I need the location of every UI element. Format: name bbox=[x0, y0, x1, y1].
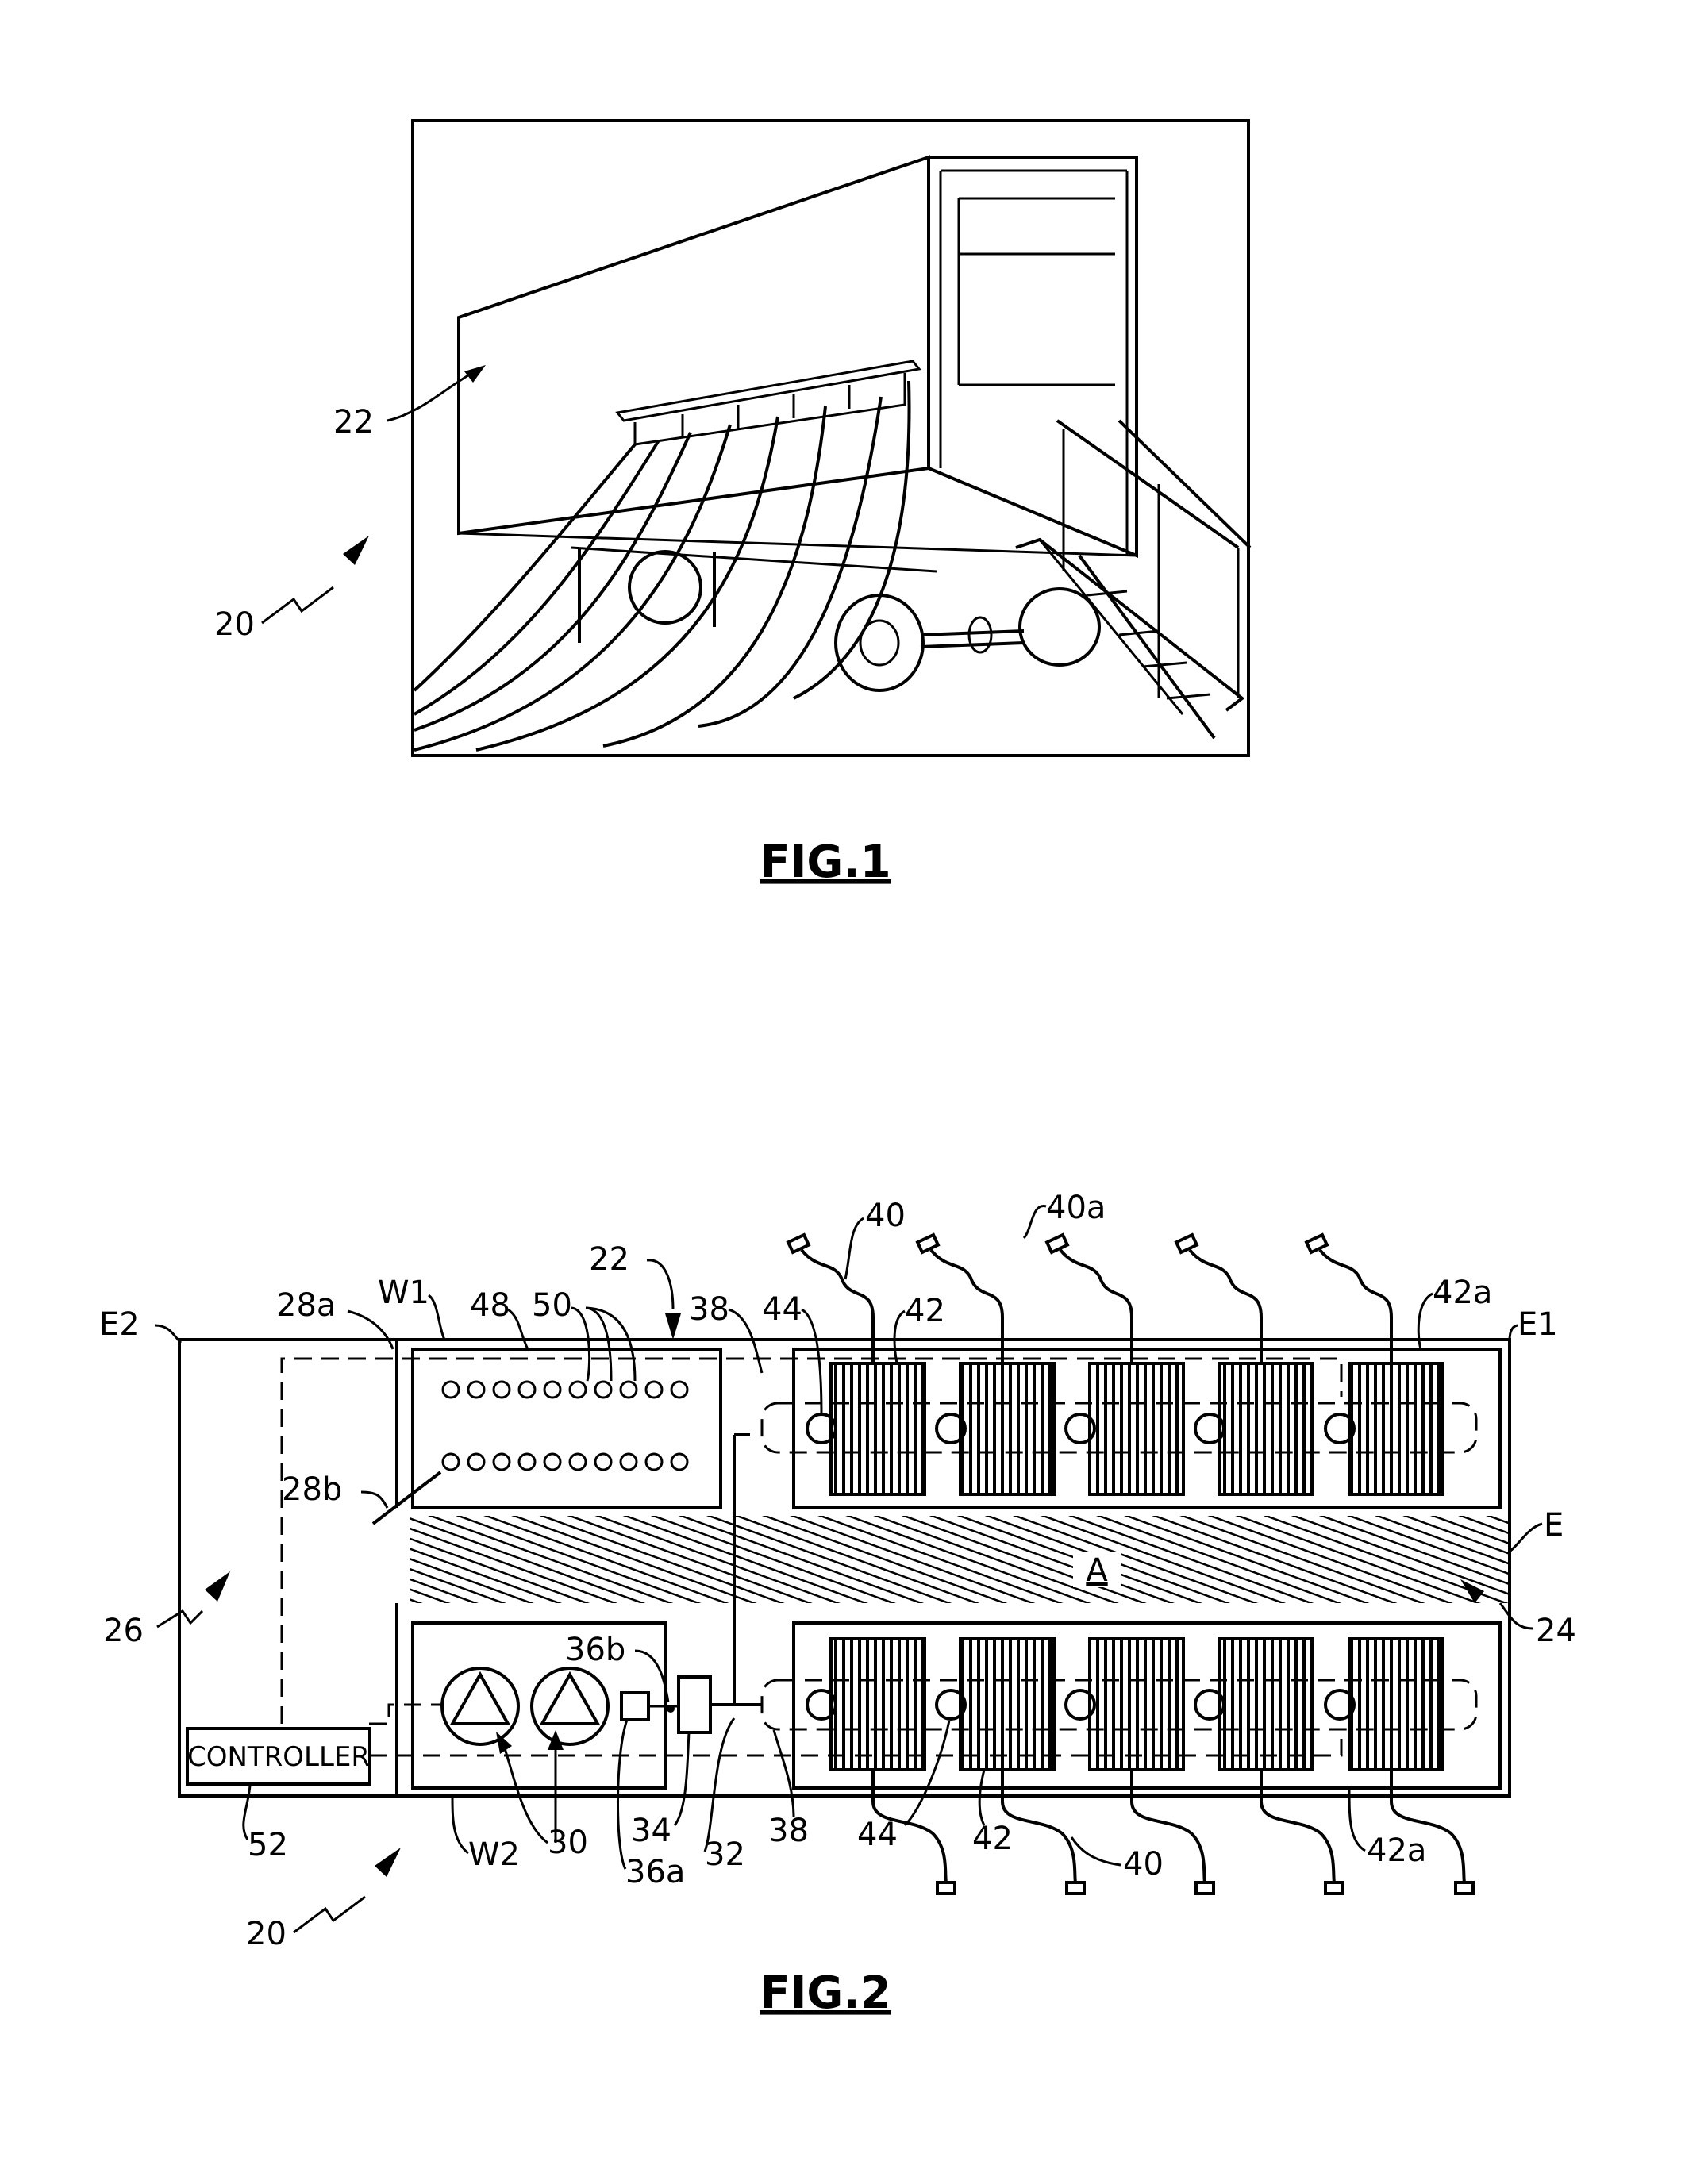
label-32: 32 bbox=[705, 1836, 745, 1873]
pump-icon bbox=[442, 1668, 518, 1744]
figure-2: A bbox=[99, 1190, 1576, 2019]
lower-server-row bbox=[762, 1639, 1476, 1770]
controller-label: CONTROLLER bbox=[187, 1741, 370, 1773]
connector-row-top bbox=[443, 1382, 687, 1398]
label-36a: 36a bbox=[625, 1854, 685, 1890]
figure-1: 22 20 FIG.1 bbox=[214, 121, 1250, 888]
label-20-fig1: 20 bbox=[214, 606, 255, 643]
plug-connector bbox=[1306, 1235, 1327, 1252]
label-40a: 40a bbox=[1046, 1190, 1106, 1226]
plug-connector bbox=[1047, 1235, 1068, 1252]
label-28a: 28a bbox=[276, 1287, 336, 1324]
fig1-caption: FIG.1 bbox=[760, 836, 891, 888]
label-52: 52 bbox=[248, 1827, 288, 1863]
label-42a-top: 42a bbox=[1433, 1275, 1492, 1311]
label-e1: E1 bbox=[1518, 1306, 1558, 1343]
aisle-area bbox=[410, 1516, 1510, 1603]
server-rack-upper bbox=[1219, 1363, 1313, 1494]
label-22-fig2: 22 bbox=[589, 1241, 629, 1278]
server-rack-upper bbox=[1349, 1363, 1443, 1494]
label-26: 26 bbox=[103, 1613, 144, 1649]
server-rack-upper bbox=[831, 1363, 925, 1494]
label-w1: W1 bbox=[378, 1275, 429, 1311]
label-20-fig2: 20 bbox=[246, 1916, 287, 1952]
upper-server-row bbox=[762, 1363, 1476, 1494]
pump-enclosure bbox=[413, 1623, 665, 1788]
label-28b: 28b bbox=[282, 1471, 342, 1508]
label-48: 48 bbox=[470, 1287, 510, 1324]
label-42a-bottom: 42a bbox=[1367, 1832, 1426, 1869]
label-30: 30 bbox=[548, 1825, 588, 1861]
fig2-caption: FIG.2 bbox=[760, 1967, 891, 2019]
label-38-bottom: 38 bbox=[768, 1813, 809, 1849]
label-40-top: 40 bbox=[865, 1198, 906, 1234]
valve-34 bbox=[679, 1677, 710, 1732]
label-24: 24 bbox=[1536, 1613, 1576, 1649]
label-e: E bbox=[1544, 1507, 1564, 1544]
server-rack-upper bbox=[1090, 1363, 1183, 1494]
pump-icon bbox=[532, 1668, 608, 1744]
server-rack-lower bbox=[1090, 1639, 1183, 1770]
label-34: 34 bbox=[631, 1813, 671, 1849]
label-50: 50 bbox=[532, 1287, 572, 1324]
plug-connector bbox=[1067, 1882, 1084, 1894]
label-44-bottom: 44 bbox=[857, 1817, 898, 1853]
label-36b: 36b bbox=[565, 1632, 625, 1668]
plug-connector bbox=[1325, 1882, 1343, 1894]
server-rack-lower bbox=[1349, 1639, 1443, 1770]
sensor-36a bbox=[621, 1693, 648, 1720]
label-w2: W2 bbox=[468, 1836, 520, 1873]
plug-connector bbox=[917, 1235, 938, 1252]
plug-connector bbox=[1196, 1882, 1214, 1894]
label-44-top: 44 bbox=[762, 1291, 802, 1328]
label-38-top: 38 bbox=[689, 1291, 729, 1328]
aisle-label-a: A bbox=[1086, 1552, 1108, 1589]
server-rack-upper bbox=[960, 1363, 1054, 1494]
distribution-panel bbox=[413, 1349, 721, 1508]
plug-connector bbox=[1176, 1235, 1197, 1252]
connector-row-bottom bbox=[443, 1454, 687, 1470]
label-42-bottom: 42 bbox=[972, 1821, 1013, 1857]
server-rack-lower bbox=[960, 1639, 1054, 1770]
plug-connector bbox=[937, 1882, 955, 1894]
plug-connector bbox=[788, 1235, 809, 1252]
label-42-top: 42 bbox=[905, 1293, 945, 1329]
power-cables-top bbox=[788, 1235, 1391, 1363]
label-22-fig1: 22 bbox=[333, 404, 374, 440]
server-rack-lower bbox=[831, 1639, 925, 1770]
label-40-bottom: 40 bbox=[1123, 1846, 1164, 1882]
server-rack-lower bbox=[1219, 1639, 1313, 1770]
label-e2: E2 bbox=[99, 1306, 140, 1343]
plug-connector bbox=[1456, 1882, 1473, 1894]
trailer-illustration bbox=[414, 157, 1250, 750]
